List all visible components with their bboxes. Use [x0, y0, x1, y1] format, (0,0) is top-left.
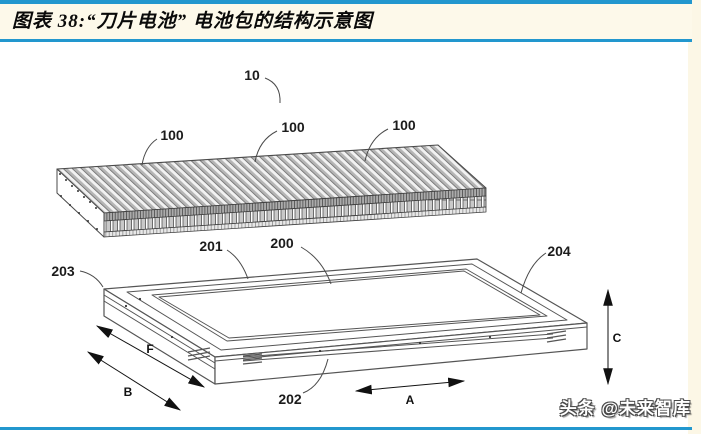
- figure-title-bar: 图表 38:“刀片电池” 电池包的结构示意图: [0, 0, 692, 42]
- bottom-margin: [0, 430, 688, 434]
- blade-battery-diagram: 10 100 100 100 201 200 203 204 202 A B C…: [51, 67, 622, 411]
- bottom-divider-line: [0, 427, 692, 430]
- dim-arrow-a: [354, 377, 466, 395]
- cell-array-slab: [56, 144, 487, 238]
- battery-tray: [103, 258, 588, 385]
- rivet-dots: [124, 297, 492, 353]
- label-dim-b: B: [124, 385, 133, 399]
- patent-drawing-area: 10 100 100 100 201 200 203 204 202 A B C…: [0, 42, 688, 427]
- label-dim-f: F: [146, 342, 153, 356]
- label-tray-200: 200: [270, 235, 294, 251]
- label-pack-10: 10: [244, 67, 260, 83]
- toutiao-watermark: 头条 @未来智库: [559, 399, 691, 418]
- label-cell-100-a: 100: [160, 127, 184, 143]
- dimension-arrows: [86, 288, 613, 411]
- label-corner-203: 203: [51, 263, 75, 279]
- label-dim-a: A: [406, 393, 415, 407]
- dim-arrow-b: [86, 351, 182, 411]
- figure-title: 图表 38:“刀片电池” 电池包的结构示意图: [12, 11, 373, 32]
- left-edge-serration: [59, 173, 98, 230]
- label-cell-100-c: 100: [392, 117, 416, 133]
- label-beam-202: 202: [278, 391, 302, 407]
- leader-lines: [79, 77, 547, 394]
- label-rim-201: 201: [199, 238, 223, 254]
- label-side-204: 204: [547, 243, 571, 259]
- label-cell-100-b: 100: [281, 119, 305, 135]
- label-dim-c: C: [613, 331, 622, 345]
